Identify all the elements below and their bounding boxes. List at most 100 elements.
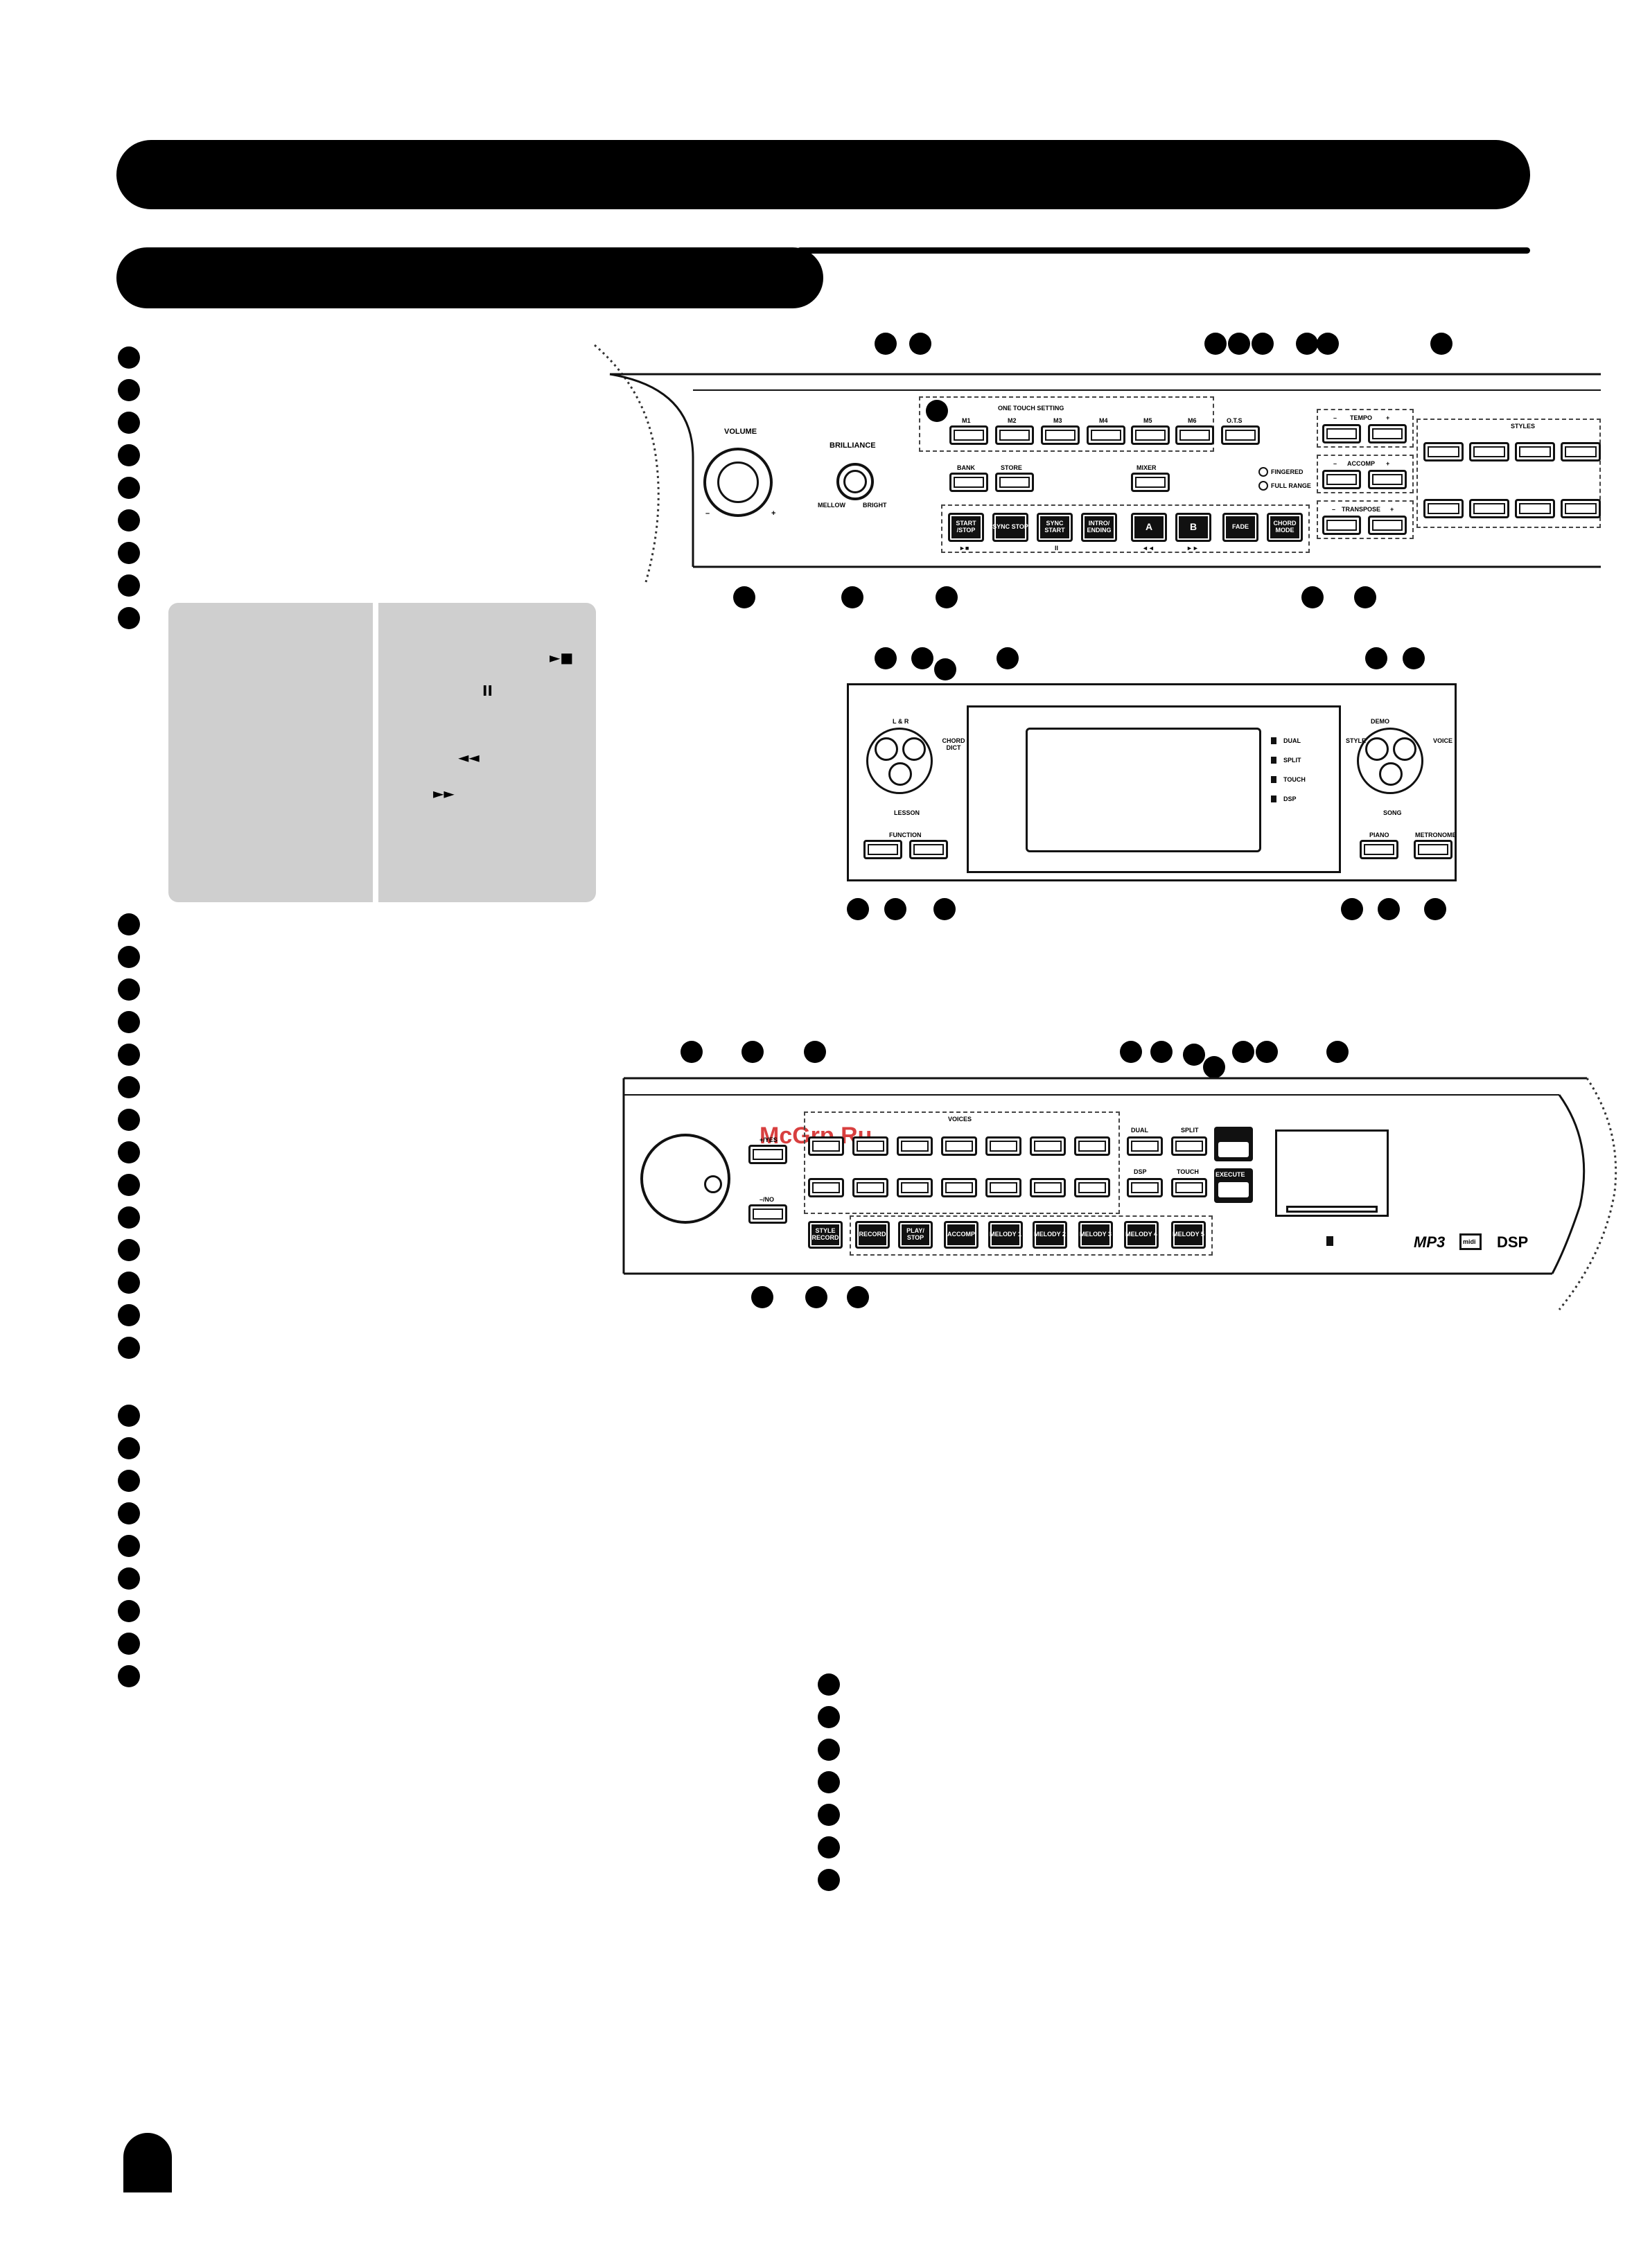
voice-button[interactable] <box>985 1136 1021 1156</box>
touch-button[interactable] <box>1171 1178 1207 1197</box>
callout <box>933 898 956 920</box>
right-hand-button[interactable] <box>902 737 926 761</box>
brilliance-knob[interactable] <box>836 463 874 500</box>
subtitle-bar <box>116 247 823 308</box>
voice-button[interactable] <box>1030 1136 1066 1156</box>
callout <box>911 647 933 669</box>
voice-button[interactable] <box>852 1136 888 1156</box>
tempo-up-button[interactable] <box>1368 424 1407 443</box>
transpose-down-button[interactable] <box>1322 516 1361 535</box>
melody-3-button[interactable]: MELODY 3 <box>1078 1221 1113 1249</box>
function-down-button[interactable] <box>863 840 902 859</box>
voices-label: VOICES <box>948 1116 972 1123</box>
m4-label: M4 <box>1099 417 1108 424</box>
melody-1-button[interactable]: MELODY 1 <box>988 1221 1023 1249</box>
intro-ending-button[interactable]: INTRO/ ENDING <box>1081 513 1117 542</box>
transpose-group <box>1317 500 1414 539</box>
mixer-button[interactable] <box>1131 473 1170 492</box>
m6-button[interactable] <box>1175 425 1214 445</box>
metronome-button[interactable] <box>1414 840 1452 859</box>
voice-button[interactable] <box>1030 1178 1066 1197</box>
fingered-led <box>1258 467 1268 477</box>
voice-button[interactable] <box>808 1178 844 1197</box>
rewind-symbol-small: ◄◄ <box>1142 545 1155 552</box>
styles-group <box>1416 419 1601 528</box>
function-up-button[interactable] <box>909 840 948 859</box>
chord-mode-button[interactable]: CHORD MODE <box>1267 513 1303 542</box>
voice-button[interactable] <box>808 1136 844 1156</box>
volume-knob[interactable] <box>703 448 773 517</box>
style-button[interactable] <box>1423 442 1464 461</box>
accomp-up-button[interactable] <box>1368 470 1407 489</box>
store-button[interactable] <box>995 473 1034 492</box>
transpose-up-button[interactable] <box>1368 516 1407 535</box>
bullet <box>118 412 140 434</box>
variation-b-button[interactable]: B <box>1175 513 1211 542</box>
voice-button[interactable] <box>897 1136 933 1156</box>
style-record-button[interactable]: STYLE RECORD <box>808 1221 843 1249</box>
melody-5-button[interactable]: MELODY 5 <box>1171 1221 1206 1249</box>
style-button[interactable] <box>1469 442 1509 461</box>
voice-button[interactable] <box>1074 1178 1110 1197</box>
style-button[interactable] <box>1561 499 1601 518</box>
voice-button[interactable] <box>941 1136 977 1156</box>
m3-button[interactable] <box>1041 425 1080 445</box>
bullet <box>118 1633 140 1655</box>
split-button[interactable] <box>1171 1136 1207 1156</box>
sync-start-button[interactable]: SYNC START <box>1037 513 1073 542</box>
song-mode-button[interactable] <box>1379 762 1403 786</box>
midi-logo: midi <box>1459 1233 1482 1250</box>
dual-button[interactable] <box>1127 1136 1163 1156</box>
piano-button[interactable] <box>1360 840 1398 859</box>
m4-button[interactable] <box>1087 425 1125 445</box>
style-button[interactable] <box>1423 499 1464 518</box>
style-button[interactable] <box>1561 442 1601 461</box>
left-hand-button[interactable] <box>875 737 898 761</box>
voice-button[interactable] <box>985 1178 1021 1197</box>
start-stop-button[interactable]: START /STOP <box>948 513 984 542</box>
style-mode-button[interactable] <box>1365 737 1389 761</box>
bullet <box>118 1044 140 1066</box>
accomp-track-button[interactable]: ACCOMP <box>944 1221 978 1249</box>
no-button[interactable] <box>748 1204 787 1224</box>
fade-button[interactable]: FADE <box>1222 513 1258 542</box>
style-button[interactable] <box>1515 499 1555 518</box>
record-button[interactable]: RECORD <box>855 1221 890 1249</box>
callout <box>997 647 1019 669</box>
bullet <box>118 1141 140 1163</box>
transpose-plus: + <box>1390 506 1394 513</box>
m5-button[interactable] <box>1131 425 1170 445</box>
dual-label: DUAL <box>1131 1127 1148 1134</box>
execute-label: EXECUTE <box>1215 1171 1245 1178</box>
lesson-button[interactable] <box>888 762 912 786</box>
pause-symbol-small: II <box>1055 545 1059 552</box>
melody-2-button[interactable]: MELODY 2 <box>1033 1221 1067 1249</box>
play-stop-button[interactable]: PLAY/ STOP <box>898 1221 933 1249</box>
style-button[interactable] <box>1515 442 1555 461</box>
function-label: FUNCTION <box>889 832 922 838</box>
accomp-down-button[interactable] <box>1322 470 1361 489</box>
melody-4-button[interactable]: MELODY 4 <box>1124 1221 1159 1249</box>
ots-button[interactable] <box>1221 425 1260 445</box>
data-dial[interactable] <box>640 1134 730 1224</box>
voice-button[interactable] <box>941 1178 977 1197</box>
m1-button[interactable] <box>949 425 988 445</box>
bullet <box>118 1337 140 1359</box>
demo-button-cluster <box>1357 728 1423 794</box>
transport-legend-box <box>168 603 596 902</box>
variation-a-button[interactable]: A <box>1131 513 1167 542</box>
tempo-down-button[interactable] <box>1322 424 1361 443</box>
sync-stop-button[interactable]: SYNC STOP <box>992 513 1028 542</box>
m2-button[interactable] <box>995 425 1034 445</box>
style-button[interactable] <box>1469 499 1509 518</box>
bullet <box>118 574 140 597</box>
voice-button[interactable] <box>852 1178 888 1197</box>
bank-button[interactable] <box>949 473 988 492</box>
bullet <box>118 1502 140 1524</box>
yes-button[interactable] <box>748 1145 787 1164</box>
voice-button[interactable] <box>1074 1136 1110 1156</box>
dsp-button[interactable] <box>1127 1178 1163 1197</box>
voice-mode-button[interactable] <box>1393 737 1416 761</box>
metronome-label: METRONOME <box>1415 832 1457 838</box>
voice-button[interactable] <box>897 1178 933 1197</box>
